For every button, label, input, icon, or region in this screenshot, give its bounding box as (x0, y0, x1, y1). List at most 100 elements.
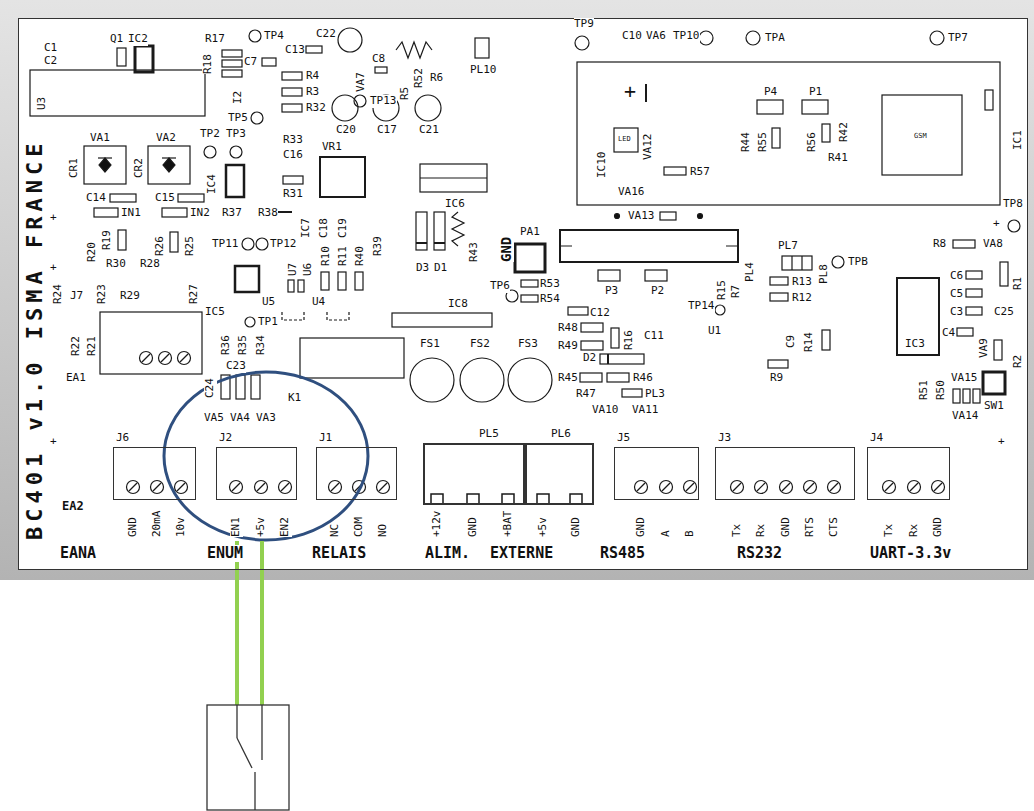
silkscreen-label: TP9 (574, 18, 594, 31)
pin-label: B (684, 530, 697, 537)
silkscreen-label: R43 (468, 242, 481, 262)
silkscreen-label: R2 (1012, 355, 1025, 368)
silkscreen-label: VA1 (90, 132, 110, 145)
terminal-block: J6 (113, 447, 196, 500)
silkscreen-label: VA9 (978, 338, 991, 358)
silkscreen-label: IC7 (300, 218, 313, 238)
silkscreen-label: TP8 (1003, 198, 1023, 211)
silkscreen-label: TP2 (200, 128, 220, 141)
silkscreen-label: + (50, 262, 57, 275)
connector-ref: J4 (870, 432, 883, 445)
silkscreen-label: C1 (44, 42, 57, 55)
silkscreen-label: R54 (540, 293, 560, 306)
silkscreen-label: R49 (558, 340, 578, 353)
silkscreen-label: R25 (184, 236, 197, 256)
silkscreen-label: TP10 (673, 30, 700, 43)
pin-label: +BAT (502, 511, 515, 538)
silkscreen-label: R42 (838, 122, 851, 142)
silkscreen-label: + (624, 80, 636, 103)
silkscreen-label: VA6 (646, 30, 666, 43)
connector-group-label: ENUM (207, 545, 243, 562)
connector-ref: J1 (319, 432, 332, 445)
silkscreen-label: R29 (120, 290, 140, 303)
silkscreen-label: R9 (770, 372, 783, 385)
terminal-block: J5 (614, 447, 699, 500)
silkscreen-label: FS3 (518, 338, 538, 351)
silkscreen-label: R55 (757, 132, 770, 152)
silkscreen-label: R4 (306, 70, 319, 83)
silkscreen-label: R32 (306, 102, 326, 115)
silkscreen-label: R56 (806, 132, 819, 152)
connector-ref: PL6 (551, 428, 571, 441)
connector-group-label: UART-3.3v (870, 545, 951, 562)
pin-label: GND (635, 517, 648, 537)
pin-label: EN2 (279, 517, 292, 537)
silkscreen-label: R28 (140, 258, 160, 271)
silkscreen-label: IC4 (206, 174, 219, 194)
silkscreen-label: J7 (70, 290, 83, 303)
silkscreen-label: Q1 (110, 33, 123, 46)
silkscreen-label: PA1 (520, 226, 540, 239)
connector-group-label: RELAIS (312, 545, 366, 562)
silkscreen-label: + (50, 436, 57, 449)
silkscreen-label: R35 (237, 335, 250, 355)
silkscreen-label: C17 (377, 124, 397, 137)
silkscreen-label: C14 (86, 192, 106, 205)
silkscreen-label: IC8 (448, 298, 468, 311)
silkscreen-label: R24 (52, 284, 65, 304)
pcb-board: BC401 v1.0 ISMA FRANCE J6 J2 J1PL5 PL6J5 J3 J4 (18, 18, 1028, 570)
pin-label: GND (127, 517, 140, 537)
terminal-block: J3 (715, 447, 855, 500)
silkscreen-label: R31 (283, 188, 303, 201)
terminal-block: J2 (216, 447, 297, 500)
silkscreen-label: R38 (258, 207, 278, 220)
silkscreen-label: TP12 (270, 238, 297, 251)
silkscreen-label: C25 (994, 306, 1014, 319)
silkscreen-label: C2 (44, 55, 57, 68)
silkscreen-label: U3 (36, 97, 49, 110)
silkscreen-label: R30 (106, 258, 126, 271)
switch-wires (237, 541, 262, 705)
pin-label: Tx (883, 524, 896, 537)
silkscreen-label: R5 (399, 87, 412, 100)
silkscreen-label: U5 (262, 296, 275, 309)
silkscreen-label: R46 (633, 372, 653, 385)
silkscreen-label: R57 (690, 166, 710, 179)
silkscreen-label: PL3 (645, 388, 665, 401)
silkscreen-label: C9 (785, 335, 798, 348)
top-components (30, 28, 545, 327)
connector-ref: J3 (718, 432, 731, 445)
silkscreen-label: R51 (918, 380, 931, 400)
silkscreen-label: VA8 (983, 238, 1003, 251)
silkscreen-label: PL4 (744, 262, 757, 282)
silkscreen-label: R21 (86, 336, 99, 356)
silkscreen-label: C20 (336, 124, 356, 137)
silkscreen-label: P1 (809, 86, 822, 99)
board-frame (0, 0, 1034, 580)
silkscreen-label: R48 (558, 322, 578, 335)
pin-label: CTS (828, 517, 841, 537)
board-marking: BC401 v1.0 ISMA FRANCE (22, 139, 48, 540)
silkscreen-label: R50 (935, 380, 948, 400)
switch-symbol (207, 705, 289, 810)
silkscreen-label: C6 (950, 270, 963, 283)
silkscreen-label: R19 (101, 230, 114, 250)
silkscreen-label: U1 (708, 325, 721, 338)
silkscreen-label: FS1 (420, 338, 440, 351)
silkscreen-label: C3 (950, 306, 963, 319)
silkscreen-label: PL7 (778, 240, 798, 253)
pin-label: +12v (431, 511, 444, 538)
silkscreen-label: R33 (283, 134, 303, 147)
silkscreen-label: R41 (828, 152, 848, 165)
silkscreen-label: R52 (413, 68, 426, 88)
connector-group-label: RS232 (737, 545, 782, 562)
terminal-block: PL5 (423, 443, 525, 505)
silkscreen-label: C10 (622, 30, 642, 43)
silkscreen-label: C8 (372, 53, 385, 66)
silkscreen-label: R22 (70, 336, 83, 356)
silkscreen-label: LED (618, 135, 631, 143)
silkscreen-label: D1 (434, 262, 447, 275)
silkscreen-label: R3 (306, 86, 319, 99)
silkscreen-label: C11 (644, 330, 664, 343)
